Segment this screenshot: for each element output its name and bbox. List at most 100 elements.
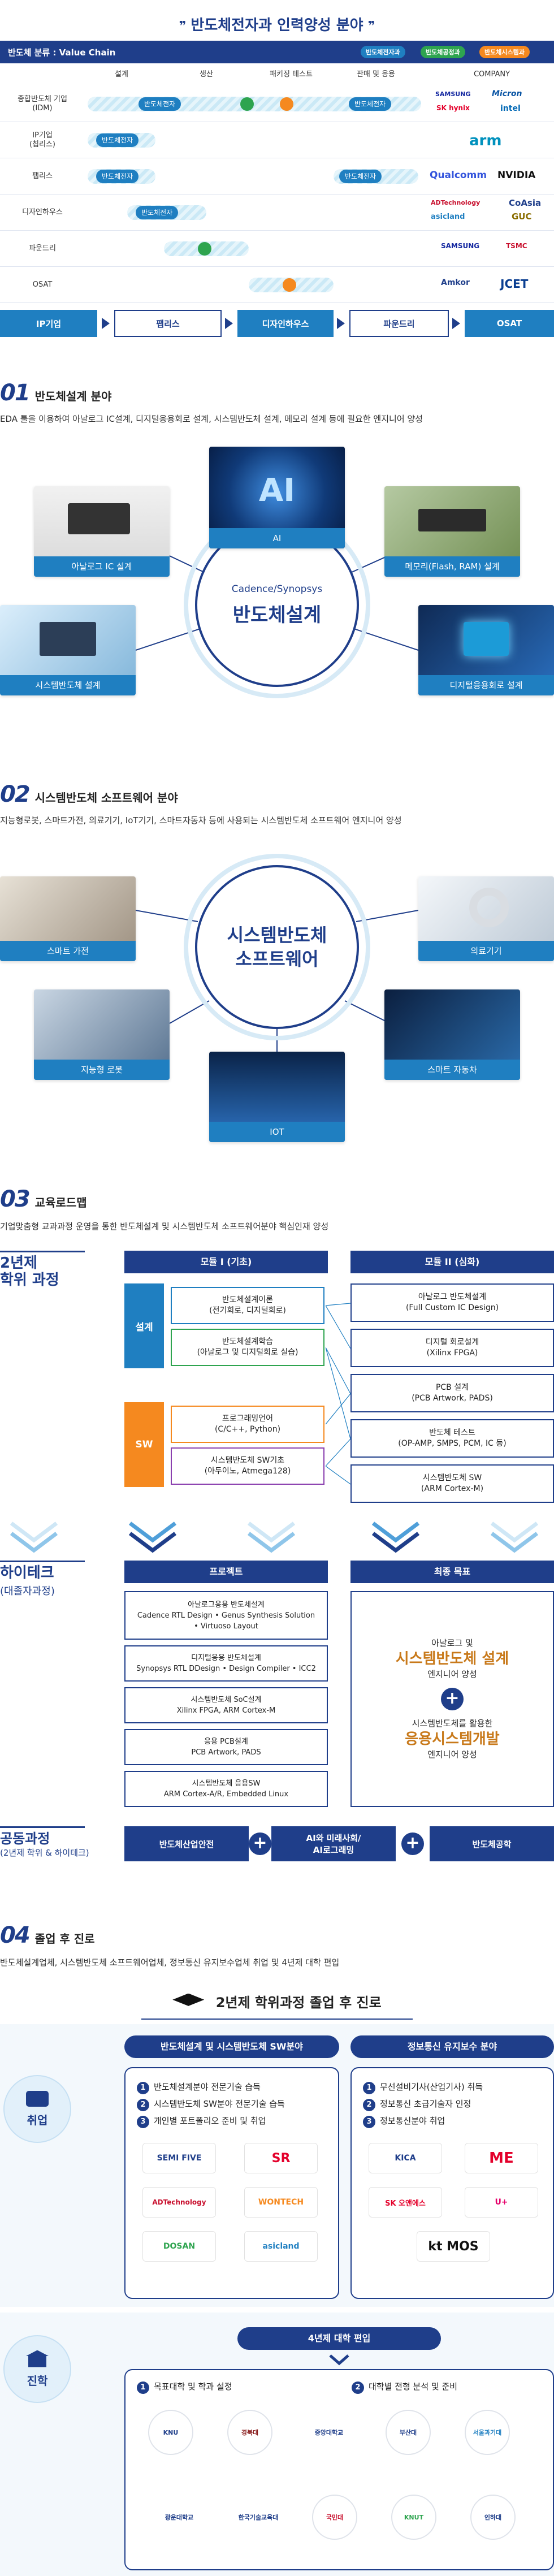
software-diagram: 시스템반도체 소프트웨어 스마트 가전 의료기기 지능형 로봇 스마트 자동차 …	[0, 854, 554, 1148]
university-logo: 경북대	[227, 2410, 272, 2455]
node-iot: IOT	[209, 1052, 345, 1142]
node-caption: 의료기기	[418, 941, 554, 961]
course-box: 반도체설계학습 (아날로그 및 디지털회로 실습)	[171, 1329, 324, 1366]
goal-text: 아날로그 및	[431, 1638, 473, 1648]
dosan-logo: DOSAN	[142, 2231, 216, 2262]
section-desc: 기업맞춤형 교과과정 운영을 통한 반도체설계 및 시스템반도체 소프트웨어분야…	[0, 1221, 329, 1231]
common-course: 반도체공학	[430, 1826, 554, 1861]
category-sw: SW	[124, 1402, 164, 1487]
job-head-right: 정보통신 유지보수 분야	[350, 2035, 554, 2058]
transfer-badge: 진학	[3, 2335, 71, 2403]
skhynix-logo: SK hynix	[436, 104, 470, 112]
two-year-title: 2년제 학위 과정	[0, 1251, 85, 1289]
course-box: 반도체설계이론 (전기회로, 디지털회로)	[171, 1287, 324, 1324]
software-hub: 시스템반도체 소프트웨어	[195, 865, 359, 1029]
section-number: 02	[0, 781, 31, 807]
me-logo: ME	[465, 2143, 538, 2173]
col-sales: 판매 및 응용	[356, 70, 396, 79]
project-box: 디지털응용 반도체설계 Synopsys RTL DDesign • Desig…	[124, 1645, 328, 1682]
process-dot	[198, 242, 211, 256]
advanced-course-box: PCB 설계 (PCB Artwork, PADS)	[350, 1374, 554, 1412]
course-box: 프로그래밍언어 (C/C++, Python)	[171, 1406, 324, 1443]
legend-process: 반도체공정과	[421, 46, 465, 58]
employment-badge: 취업	[3, 2075, 71, 2143]
pill-electronics: 반도체전자	[136, 206, 179, 219]
micron-logo: Micron	[492, 89, 522, 98]
node-caption: 아날로그 IC 설계	[34, 556, 170, 577]
advanced-course-box: 디지털 회로설계 (Xilinx FPGA)	[350, 1329, 554, 1367]
row-label: IP기업 (칩리스)	[29, 131, 56, 149]
pill-electronics: 반도체전자	[96, 170, 139, 183]
flow-osat: OSAT	[465, 310, 554, 337]
roadmap: 2년제 학위 과정 모듈 I (기초) 모듈 II (심화) 설계 반도체설계이…	[0, 1244, 554, 1872]
transfer-head: 4년제 대학 편입	[237, 2327, 441, 2350]
flow-ip: IP기업	[0, 310, 97, 337]
node-ai: AI AI	[209, 447, 345, 548]
section-title: 시스템반도체 소프트웨어 분야	[34, 791, 178, 805]
project-box: 응용 PCB설계 PCB Artwork, PADS	[124, 1729, 328, 1765]
node-robot: 지능형 로봇	[34, 989, 170, 1080]
table-row: IP기업 (칩리스) 반도체전자 arm	[0, 122, 554, 158]
project-box: 아날로그응용 반도체설계 Cadence RTL Design • Genus …	[124, 1591, 328, 1640]
pill-electronics: 반도체전자	[339, 170, 382, 183]
value-chain-header: 반도체 분류 : Value Chain 반도체전자과 반도체공정과 반도체시스…	[0, 41, 554, 63]
qualcomm-logo: Qualcomm	[430, 170, 487, 181]
hub-title: 시스템반도체 소프트웨어	[227, 924, 327, 970]
col-production: 생산	[200, 70, 213, 79]
asicland-logo: asicland	[244, 2231, 318, 2262]
ai-chip-icon: AI	[258, 472, 296, 509]
graduation-cap-icon	[172, 1993, 205, 2006]
table-row: OSAT Amkor JCET	[0, 267, 554, 303]
wontech-logo: WONTECH	[244, 2187, 318, 2218]
project-box: 시스템반도체 SoC설계 Xilinx FPGA, ARM Cortex-M	[124, 1687, 328, 1723]
arm-logo: arm	[469, 132, 502, 149]
samsung-logo: SAMSUNG	[441, 242, 480, 250]
section-number: 01	[0, 380, 31, 406]
section-title: 반도체설계 분야	[34, 390, 112, 403]
table-row: 파운드리 SAMSUNG TSMC	[0, 231, 554, 267]
col-company: COMPANY	[473, 70, 510, 79]
section-desc: EDA 툴을 이용하여 아날로그 IC설계, 디지털응용회로 설계, 시스템반도…	[0, 414, 423, 424]
quote-close-icon: ❞	[367, 19, 375, 33]
col-packaging: 패키징 테스트	[270, 70, 313, 79]
section-desc: 지능형로봇, 스마트가전, 의료기기, IoT기기, 스마트자동차 등에 사용되…	[0, 815, 402, 825]
university-logo: 국민대	[312, 2495, 357, 2540]
section-number: 04	[0, 1922, 31, 1948]
university-icon	[26, 2350, 49, 2367]
university-logo: 중앙대학교	[306, 2410, 352, 2455]
nvidia-logo: NVIDIA	[497, 170, 536, 181]
goal-text: 엔지니어 양성	[427, 1669, 477, 1679]
node-memory: 메모리(Flash, RAM) 설계	[384, 486, 520, 577]
pill-electronics: 반도체전자	[138, 97, 181, 111]
row-label: 파운드리	[29, 244, 56, 253]
legend-electronics: 반도체전자과	[361, 46, 405, 58]
row-label: OSAT	[32, 280, 53, 289]
coasia-logo: CoAsia	[509, 198, 542, 208]
hitech-subtitle: (대졸자과정)	[0, 1585, 55, 1597]
badge-label: 취업	[27, 2113, 48, 2127]
node-smart-appliance: 스마트 가전	[0, 876, 136, 961]
banner-title: 2년제 학위과정 졸업 후 진로	[215, 1995, 382, 2011]
pill-electronics: 반도체전자	[96, 133, 139, 147]
quote-open-icon: ❞	[179, 19, 187, 33]
table-row: 디자인하우스 반도체전자 ADTechnology CoAsia asiclan…	[0, 195, 554, 231]
intel-logo: intel	[500, 104, 521, 113]
common-course: AI와 미래사회/ AI로그래밍	[271, 1826, 396, 1861]
arrow-right-icon	[225, 318, 233, 329]
category-design: 설계	[124, 1283, 164, 1368]
plus-icon: +	[401, 1832, 424, 1855]
monitor-icon	[40, 622, 96, 656]
node-caption: 지능형 로봇	[34, 1060, 170, 1080]
hitech-title: 하이테크	[0, 1561, 85, 1581]
row-label: 종합반도체 기업 (IDM)	[18, 95, 67, 113]
page-title: ❞반도체전자과 인력양성 분야❞	[0, 14, 554, 34]
guc-logo: GUC	[512, 211, 532, 222]
section-title: 졸업 후 진로	[34, 1932, 95, 1946]
course-links	[326, 1303, 351, 1485]
jcet-logo: JCET	[500, 277, 529, 291]
university-logo: 광운대학교	[148, 2495, 210, 2540]
ktmos-logo: kt MOS	[417, 2231, 490, 2262]
